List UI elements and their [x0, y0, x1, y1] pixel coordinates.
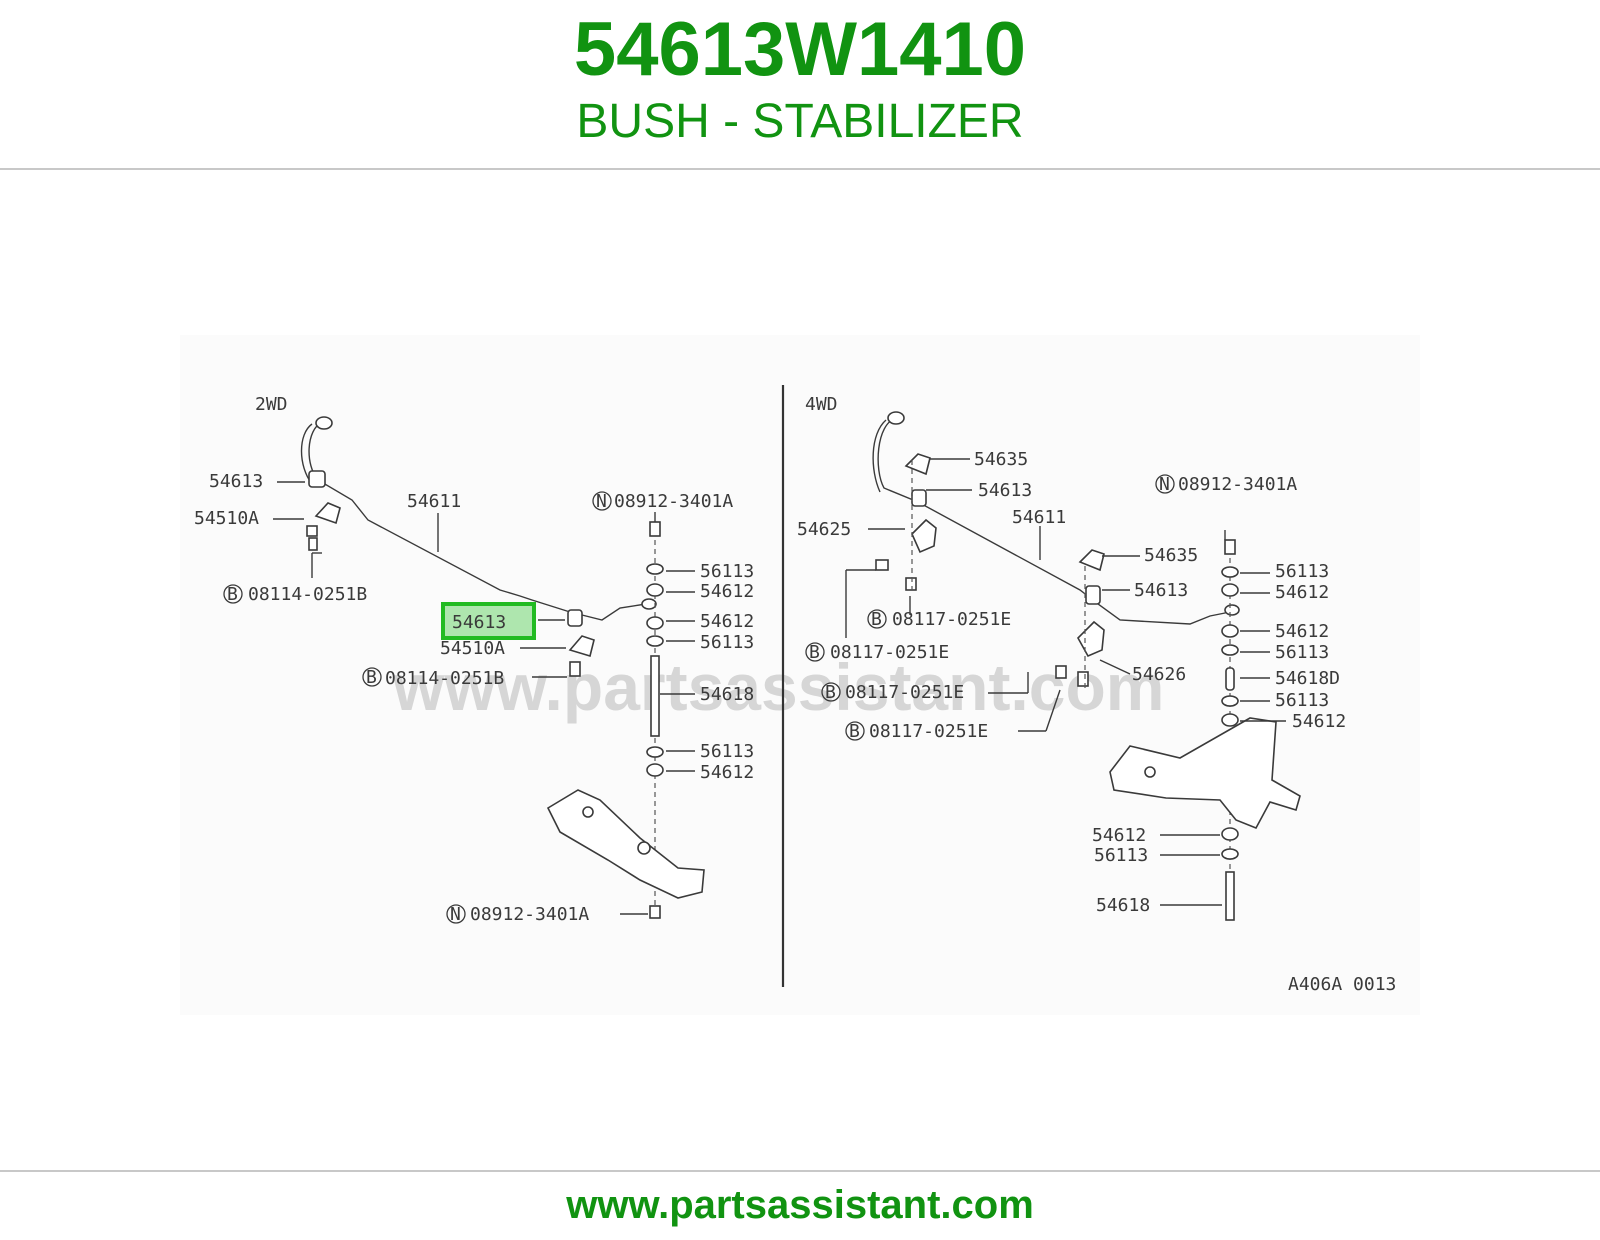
label-56113-a: 56113	[700, 561, 754, 582]
label-56113-c: 56113	[700, 741, 754, 762]
circle-n-symbol-right: N	[1155, 474, 1175, 495]
label-54613-right-mid: 54613	[1134, 580, 1188, 601]
label-b-08117-b: 08117-0251E	[830, 642, 949, 663]
label-54612-b: 54612	[700, 611, 754, 632]
label-54635-top: 54635	[974, 449, 1028, 470]
left-panel-heading: 2WD	[255, 394, 288, 415]
label-54626: 54626	[1132, 664, 1186, 685]
label-56113-right-c: 56113	[1275, 690, 1329, 711]
label-54611-right: 54611	[1012, 507, 1066, 528]
label-54613-right-top: 54613	[978, 480, 1032, 501]
circle-b-symbol-right-b: B	[805, 642, 825, 663]
label-b-08117-d: 08117-0251E	[869, 721, 988, 742]
label-54612-right-d: 54612	[1092, 825, 1146, 846]
label-b-08117-c: 08117-0251E	[845, 682, 964, 703]
footer-url[interactable]: www.partsassistant.com	[566, 1183, 1034, 1227]
part-name-subtitle: BUSH - STABILIZER	[576, 95, 1024, 148]
svg-text:N: N	[1159, 474, 1170, 495]
bracket-2wd-bottom	[568, 635, 595, 658]
label-b-08114-top: 08114-0251B	[248, 584, 367, 605]
label-54613-highlighted[interactable]: 54613	[452, 612, 506, 633]
bush-4wd-top	[911, 489, 927, 507]
svg-text:B: B	[366, 667, 377, 688]
part-number-title: 54613W1410	[573, 7, 1027, 92]
label-54510a-bottom: 54510A	[440, 638, 505, 659]
right-panel-heading: 4WD	[805, 394, 838, 415]
svg-text:N: N	[450, 904, 461, 925]
left-panel-drawing: 2WD	[194, 394, 754, 925]
label-54612-right-c: 54612	[1292, 711, 1346, 732]
label-b-08117-a: 08117-0251E	[892, 609, 1011, 630]
lower-arm-4wd	[1109, 717, 1301, 830]
svg-text:N: N	[596, 491, 607, 512]
svg-text:B: B	[849, 721, 860, 742]
footer-divider	[0, 1170, 1600, 1172]
header-divider	[0, 168, 1600, 170]
label-54612-a: 54612	[700, 581, 754, 602]
label-54510a-top: 54510A	[194, 508, 259, 529]
label-56113-right-d: 56113	[1094, 845, 1148, 866]
label-n-08912-right: 08912-3401A	[1178, 474, 1297, 495]
label-54612-c: 54612	[700, 762, 754, 783]
highlight-box[interactable]	[441, 602, 536, 640]
label-56113-right-a: 56113	[1275, 561, 1329, 582]
label-54612-right-b: 54612	[1275, 621, 1329, 642]
label-54625: 54625	[797, 519, 851, 540]
right-panel-drawing: 4WD	[797, 394, 1346, 921]
figure-code: A406A 0013	[1288, 974, 1396, 995]
label-56113-right-b: 56113	[1275, 642, 1329, 663]
label-b-08114-bottom: 08114-0251B	[385, 668, 504, 689]
label-54618-left: 54618	[700, 684, 754, 705]
bush-2wd-highlighted	[567, 609, 583, 627]
bush-4wd-mid	[1085, 585, 1101, 605]
label-54613-top: 54613	[209, 471, 263, 492]
circle-b-symbol-right-d: B	[845, 721, 865, 742]
label-54612-right-a: 54612	[1275, 582, 1329, 603]
circle-b-symbol-bottom: B	[362, 667, 382, 688]
stabilizer-bar-4wd	[877, 417, 1231, 625]
svg-text:B: B	[871, 609, 882, 630]
label-n-08912-top: 08912-3401A	[614, 491, 733, 512]
circle-b-symbol-top: B	[223, 584, 243, 605]
label-56113-b: 56113	[700, 632, 754, 653]
svg-text:B: B	[227, 584, 238, 605]
label-54618-right: 54618	[1096, 895, 1150, 916]
circle-n-symbol-top: N	[592, 491, 612, 512]
parts-diagram: www.partsassistant.com 2WD	[180, 335, 1420, 1015]
label-54611-left: 54611	[407, 491, 461, 512]
bracket-2wd-top	[314, 502, 341, 525]
label-54635-mid: 54635	[1144, 545, 1198, 566]
label-n-08912-bottom: 08912-3401A	[470, 904, 589, 925]
circle-b-symbol-right-c: B	[821, 682, 841, 703]
svg-text:B: B	[825, 682, 836, 703]
watermark-text: www.partsassistant.com	[392, 650, 1164, 724]
diagram-background	[180, 335, 1420, 1015]
circle-b-symbol-right-a: B	[867, 609, 887, 630]
svg-text:B: B	[809, 642, 820, 663]
bush-2wd-top	[308, 470, 326, 488]
label-54618d: 54618D	[1275, 668, 1340, 689]
circle-n-symbol-bottom: N	[446, 904, 466, 925]
